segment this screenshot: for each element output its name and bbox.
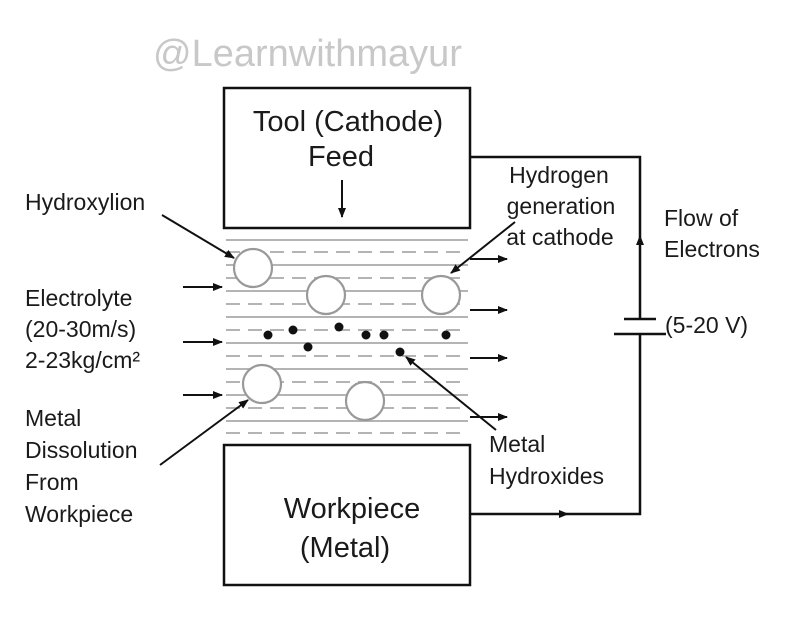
svg-text:(20-30m/s): (20-30m/s) [25, 316, 136, 342]
svg-text:2-23kg/cm²: 2-23kg/cm² [25, 347, 140, 373]
hydroxides-leader [405, 356, 497, 431]
bubble [344, 380, 386, 422]
svg-text:Workpiece: Workpiece [25, 501, 133, 527]
svg-text:Electrolyte: Electrolyte [25, 285, 132, 311]
tool-title: Tool (Cathode) [253, 106, 443, 138]
svg-text:Metal: Metal [25, 405, 81, 431]
svg-text:Electrons: Electrons [664, 236, 760, 262]
electric-circuit [470, 155, 666, 516]
inflow-arrows [183, 283, 223, 399]
workpiece-box [222, 443, 472, 587]
outflow-arrows [470, 255, 508, 421]
bubbles [232, 247, 462, 422]
hydrogen-label: Hydrogen generation at cathode [506, 162, 615, 250]
svg-text:at cathode: at cathode [506, 224, 613, 250]
hydroxylion-label: Hydroxylion [25, 189, 145, 215]
svg-text:Hydroxides: Hydroxides [489, 463, 604, 489]
svg-text:From: From [25, 469, 79, 495]
workpiece-subtitle: (Metal) [300, 532, 390, 564]
svg-text:Dissolution: Dissolution [25, 437, 138, 463]
dissolution-leader [159, 399, 249, 466]
hydroxide-particles [263, 322, 451, 357]
hydroxides-label: Metal Hydroxides [489, 431, 604, 489]
hydrogen-leader [450, 221, 516, 274]
svg-text:generation: generation [507, 193, 616, 219]
svg-text:Hydrogen: Hydrogen [509, 162, 609, 188]
tool-feed-label: Feed [308, 141, 374, 173]
hydrogen-bubble [420, 274, 462, 316]
workpiece-title: Workpiece [284, 493, 420, 525]
electrolyte-label: Electrolyte (20-30m/s) 2-23kg/cm² [25, 285, 140, 373]
electron-flow-label: Flow of Electrons [664, 205, 760, 262]
dissolution-bubble [241, 363, 283, 405]
tool-box [222, 86, 472, 230]
voltage-label: (5-20 V) [665, 312, 748, 338]
hydroxylion-leader [161, 214, 235, 259]
svg-text:Metal: Metal [489, 431, 545, 457]
bubble [305, 274, 347, 316]
svg-text:Flow of: Flow of [664, 205, 739, 231]
watermark-text: @Learnwithmayur [153, 33, 462, 75]
dissolution-label: Metal Dissolution From Workpiece [25, 405, 138, 527]
leader-lines [159, 214, 516, 466]
hydroxyl-bubble [232, 247, 274, 289]
